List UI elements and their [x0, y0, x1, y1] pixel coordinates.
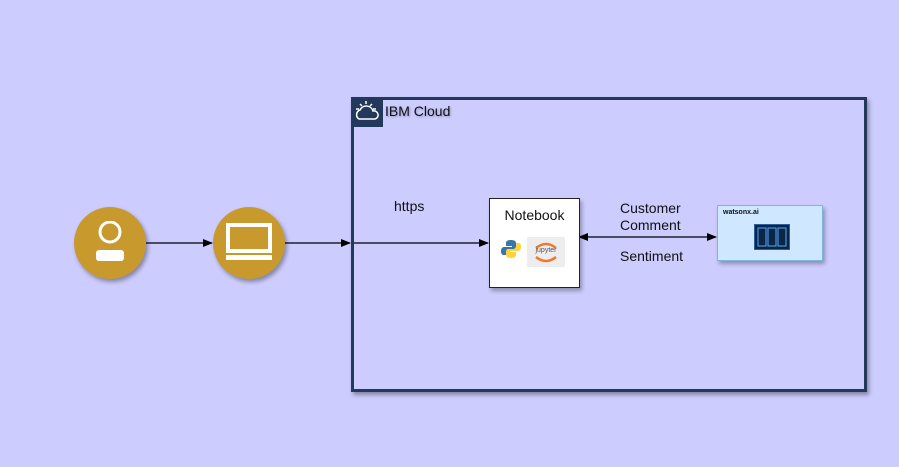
jupyter-label: jupyter	[535, 247, 557, 254]
sentiment-label: Sentiment	[620, 248, 684, 264]
ibm-cloud-boundary	[351, 97, 867, 392]
watsonx-node: watsonx.ai	[717, 205, 823, 261]
cloud-label: IBM Cloud	[385, 103, 451, 119]
notebook-title: Notebook	[504, 207, 565, 223]
watsonx-screen-icon	[754, 224, 790, 250]
watsonx-title: watsonx.ai	[723, 209, 759, 216]
https-label: https	[394, 198, 425, 214]
monitor-icon	[226, 223, 272, 260]
jupyter-icon: jupyter	[527, 237, 565, 267]
device-node	[213, 207, 285, 279]
notebook-node: Notebook jupyter	[489, 198, 580, 288]
user-icon	[96, 221, 124, 261]
customer-comment-label: Customer Comment	[620, 200, 681, 233]
python-icon	[501, 240, 521, 258]
user-node	[74, 207, 146, 279]
cloud-icon	[351, 97, 383, 127]
